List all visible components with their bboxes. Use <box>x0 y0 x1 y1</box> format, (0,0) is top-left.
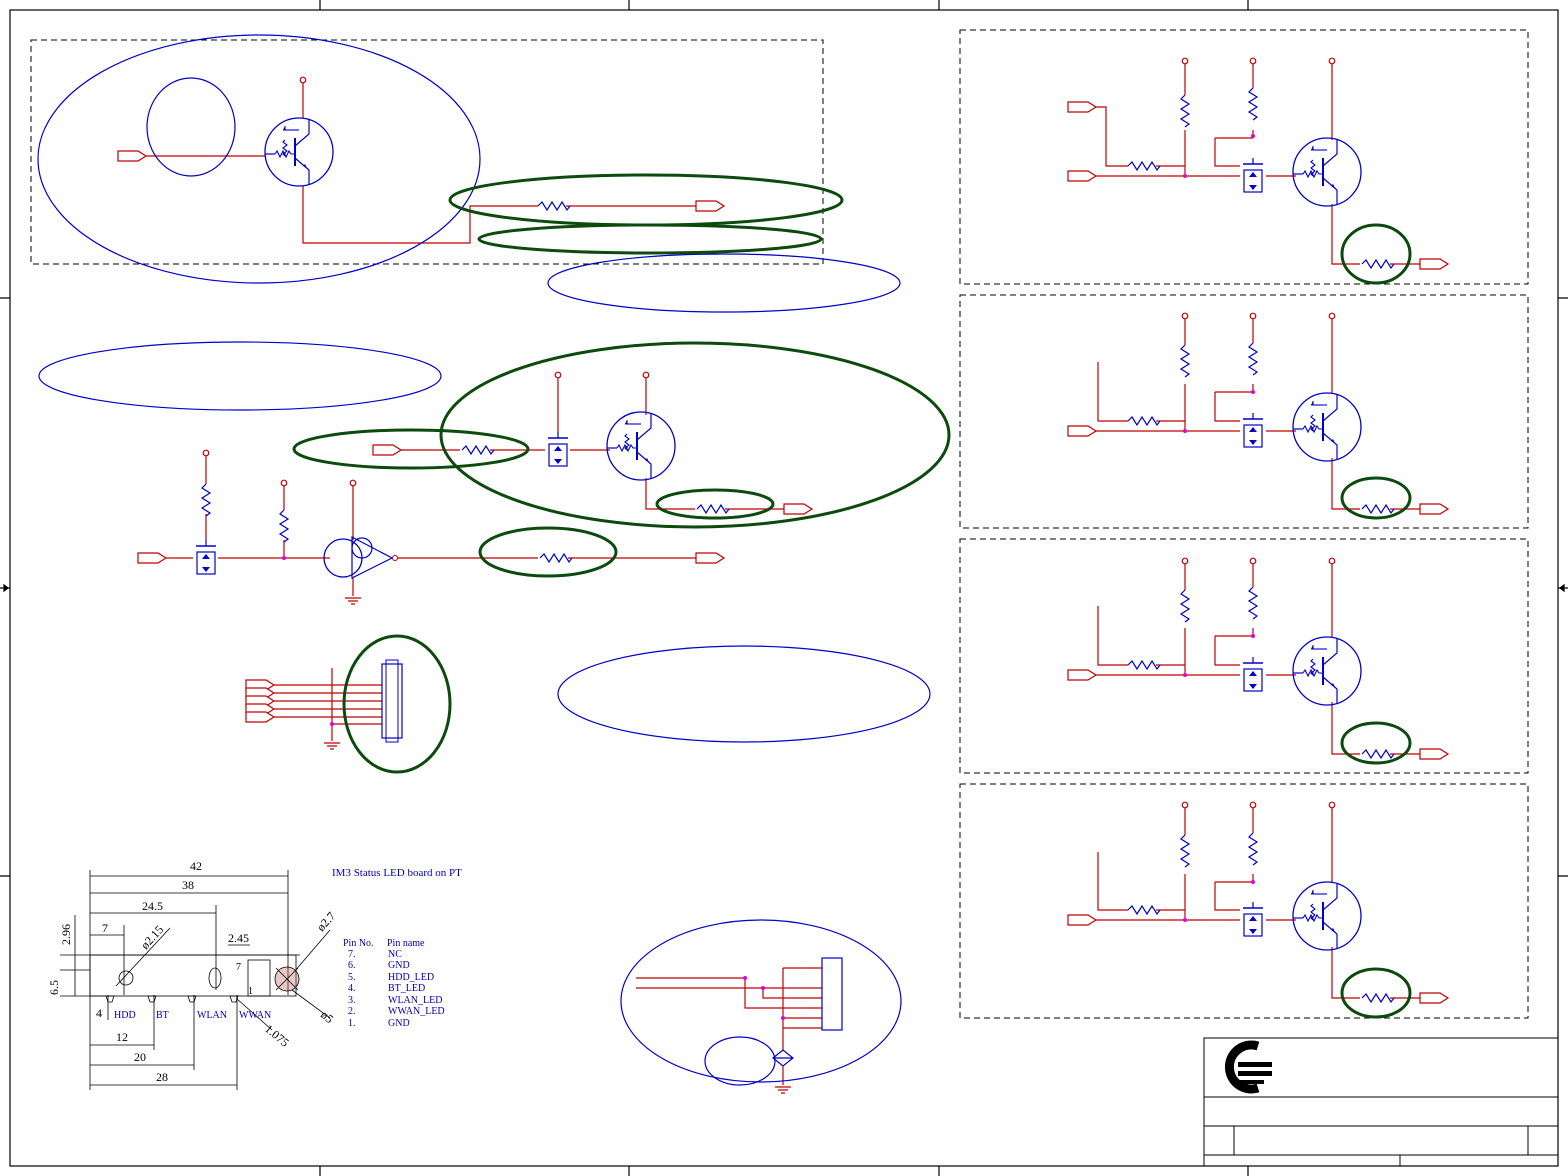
pin-name: WLAN_LED <box>388 995 442 1006</box>
dim-1-075: 1.075 <box>262 1022 292 1050</box>
pin-no: 5. <box>348 972 356 983</box>
led-label-bt: BT <box>156 1010 169 1021</box>
dim-2-45: 2.45 <box>228 931 249 945</box>
pin-no: 6. <box>348 960 356 971</box>
pin-1-mark: 1 <box>248 986 253 997</box>
driver-block-3 <box>1067 557 1449 760</box>
pin-7-mark: 7 <box>236 962 241 973</box>
pin-header-name: Pin name <box>387 938 425 949</box>
bottom-connector-circuit <box>636 957 843 1094</box>
dim-12: 12 <box>116 1030 128 1044</box>
pin-name: NC <box>388 949 402 960</box>
pin-table: Pin No. Pin name 7. NC 6. GND 5. HDD_LED 4.… <box>343 938 445 1029</box>
dashed-block-top-left <box>30 39 824 265</box>
pin-name: GND <box>388 1018 410 1029</box>
driver-blocks <box>959 29 1529 1019</box>
pin-name: WWAN_LED <box>388 1006 445 1017</box>
title-block <box>1203 1037 1559 1167</box>
dim-dia-5: ø5 <box>318 1008 336 1026</box>
dim-6-5: 6.5 <box>47 980 61 995</box>
pin-no: 3. <box>348 995 356 1006</box>
pin-no: 1. <box>348 1018 356 1029</box>
pin-header-no: Pin No. <box>343 938 374 949</box>
dim-24-5: 24.5 <box>142 899 163 913</box>
dim-7: 7 <box>102 921 108 935</box>
pin-name: BT_LED <box>388 983 425 994</box>
middle-driver-circuit <box>372 371 813 515</box>
driver-block-1 <box>1067 57 1449 270</box>
dim-42: 42 <box>190 859 202 873</box>
company-logo-icon <box>1224 1040 1272 1094</box>
pin-no: 2. <box>348 1006 356 1017</box>
buffer-circuit <box>137 449 725 605</box>
dim-20: 20 <box>134 1050 146 1064</box>
led-label-wwan: WWAN <box>239 1010 271 1021</box>
led-label-wlan: WLAN <box>197 1010 227 1021</box>
dim-28: 28 <box>156 1070 168 1084</box>
led-board-title: IM3 Status LED board on PT <box>332 867 462 879</box>
connector-circuit <box>245 659 403 750</box>
blue-annotations <box>37 34 931 1086</box>
dim-2-96: 2.96 <box>59 924 73 945</box>
dim-dia-2-7: ø2.7 <box>314 909 338 934</box>
led-label-hdd: HDD <box>114 1010 136 1021</box>
pin-name: GND <box>388 960 410 971</box>
pin-no: 7. <box>348 949 356 960</box>
pin-no: 4. <box>348 983 356 994</box>
driver-block-4 <box>1067 801 1449 1004</box>
dim-4: 4 <box>96 1006 102 1020</box>
green-annotations <box>292 173 1412 1019</box>
led-board-drawing <box>60 870 331 1090</box>
driver-block-2 <box>1067 312 1449 515</box>
pin-name: HDD_LED <box>388 972 434 983</box>
dim-dia-2-15: ø2.15 <box>138 923 166 952</box>
dim-38: 38 <box>182 878 194 892</box>
